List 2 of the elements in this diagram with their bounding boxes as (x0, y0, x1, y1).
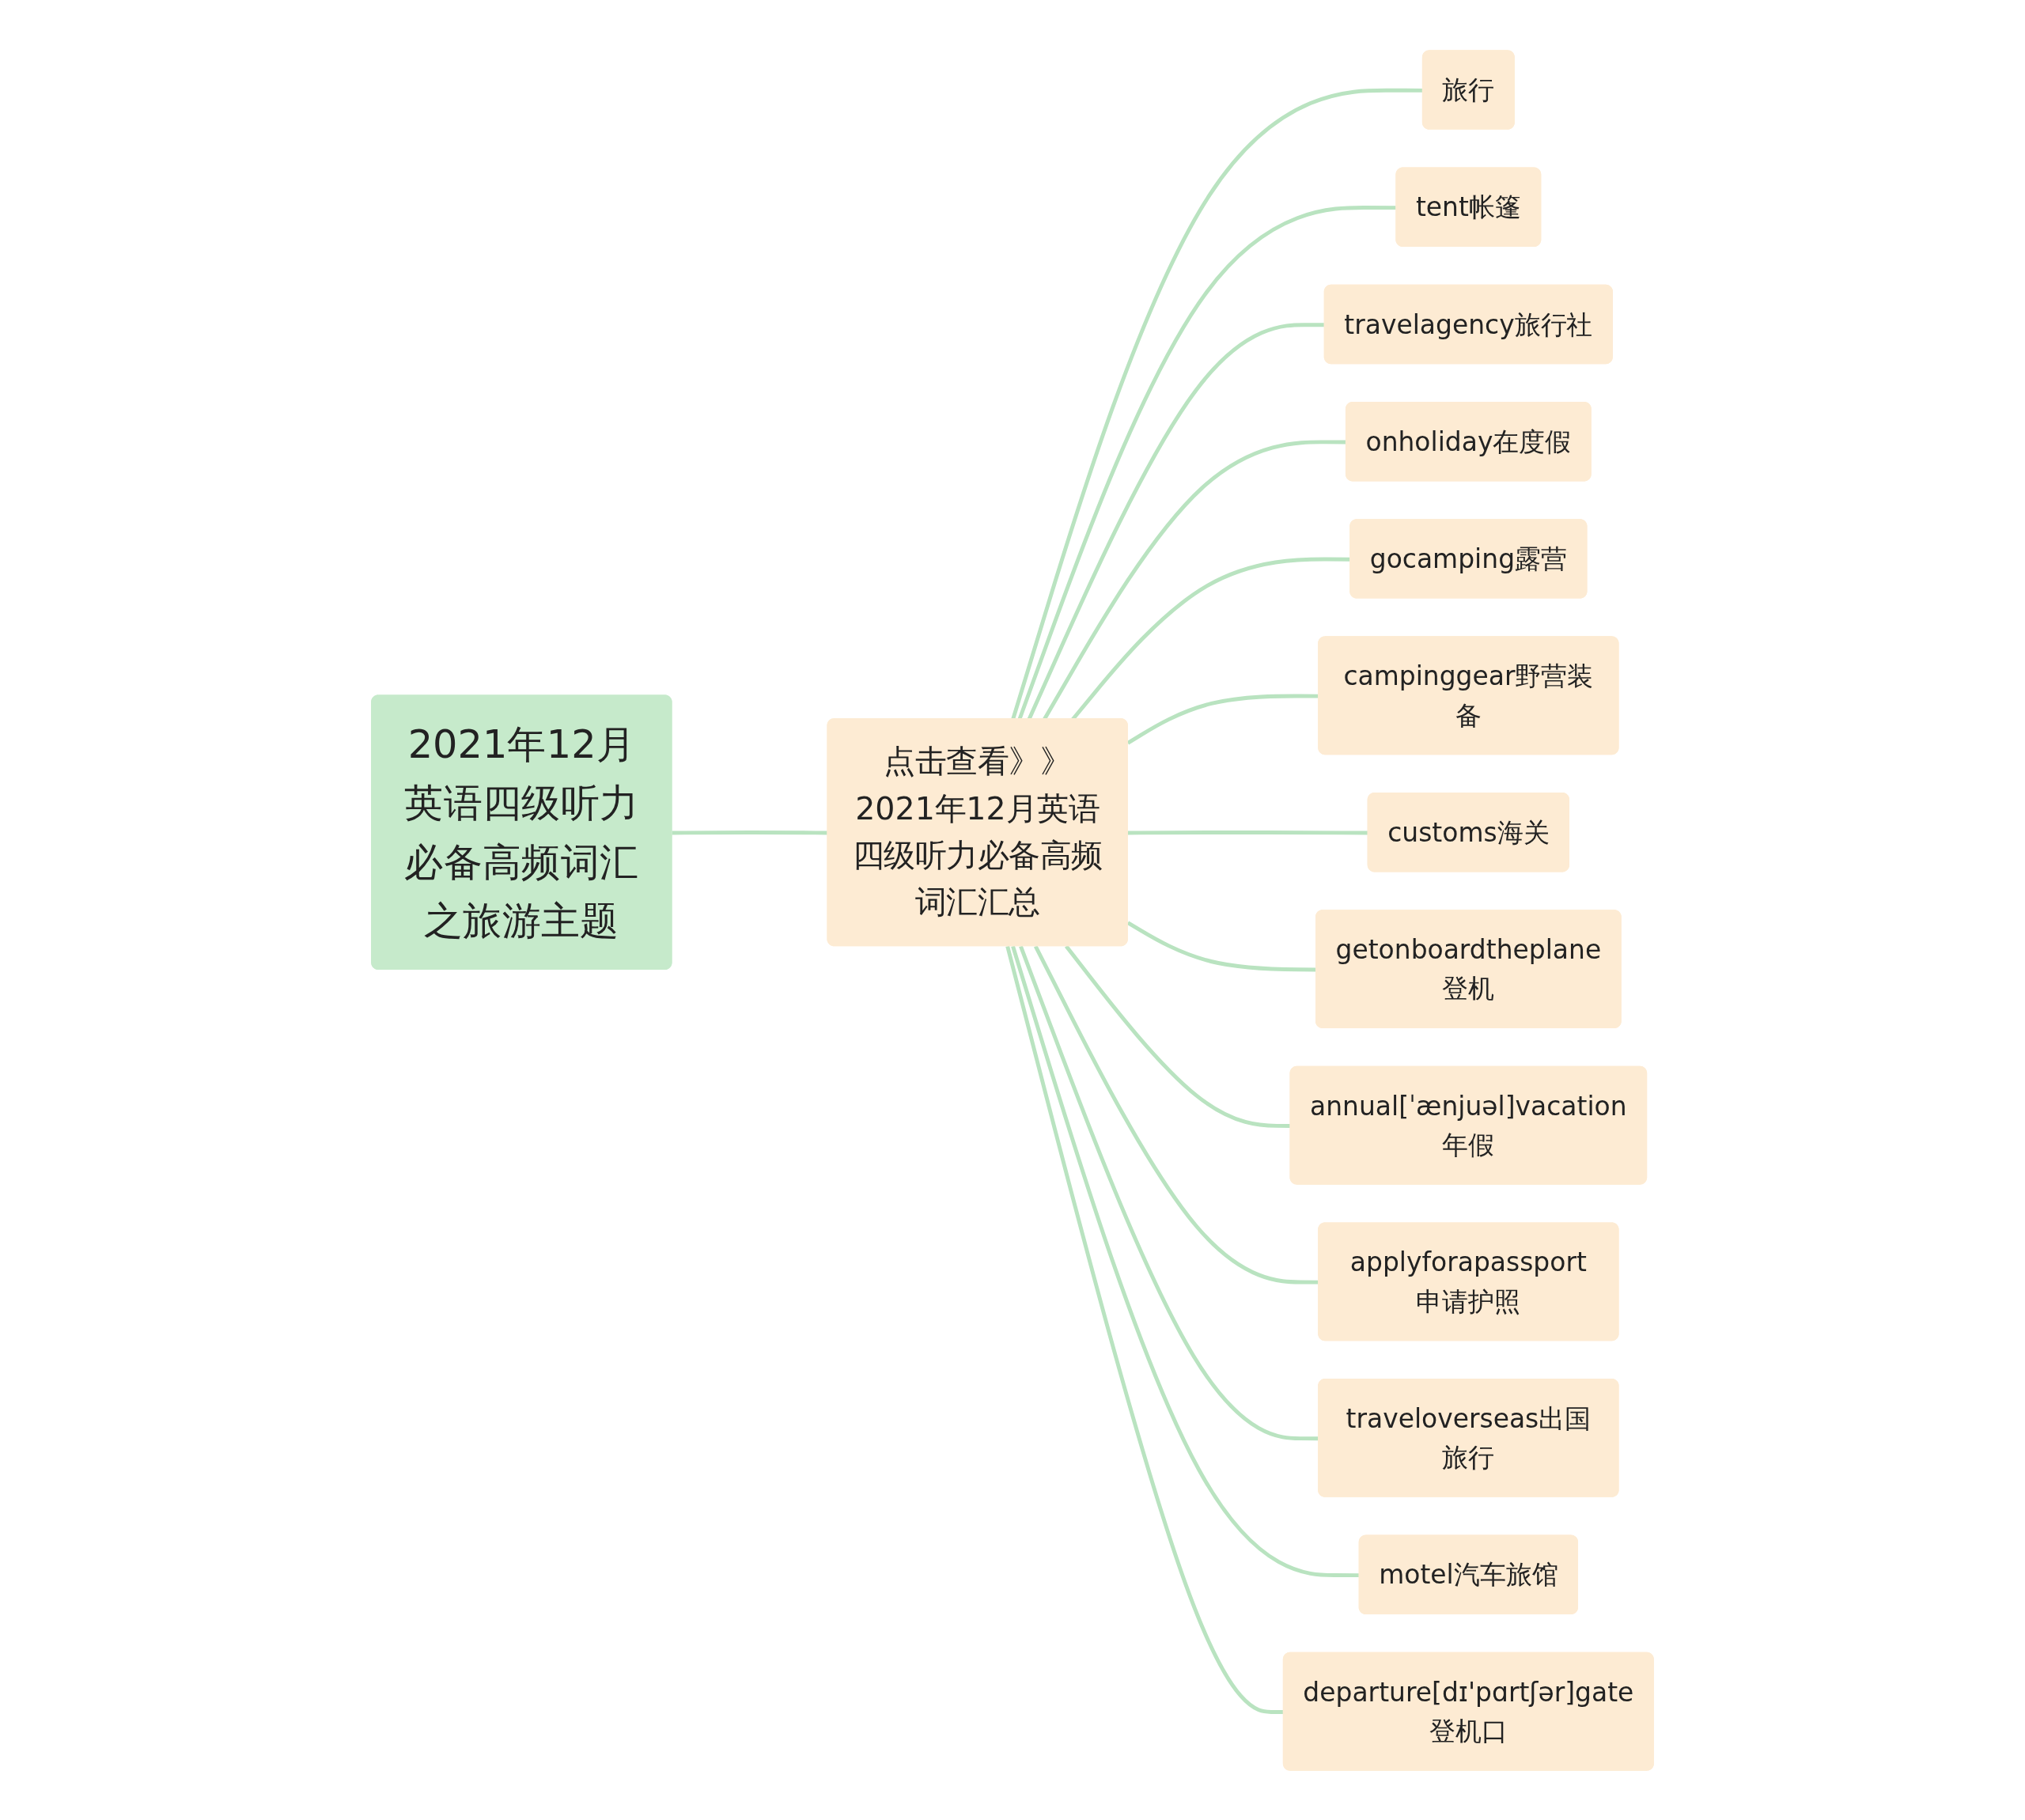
connector (1126, 921, 1317, 971)
connector (1126, 694, 1319, 744)
